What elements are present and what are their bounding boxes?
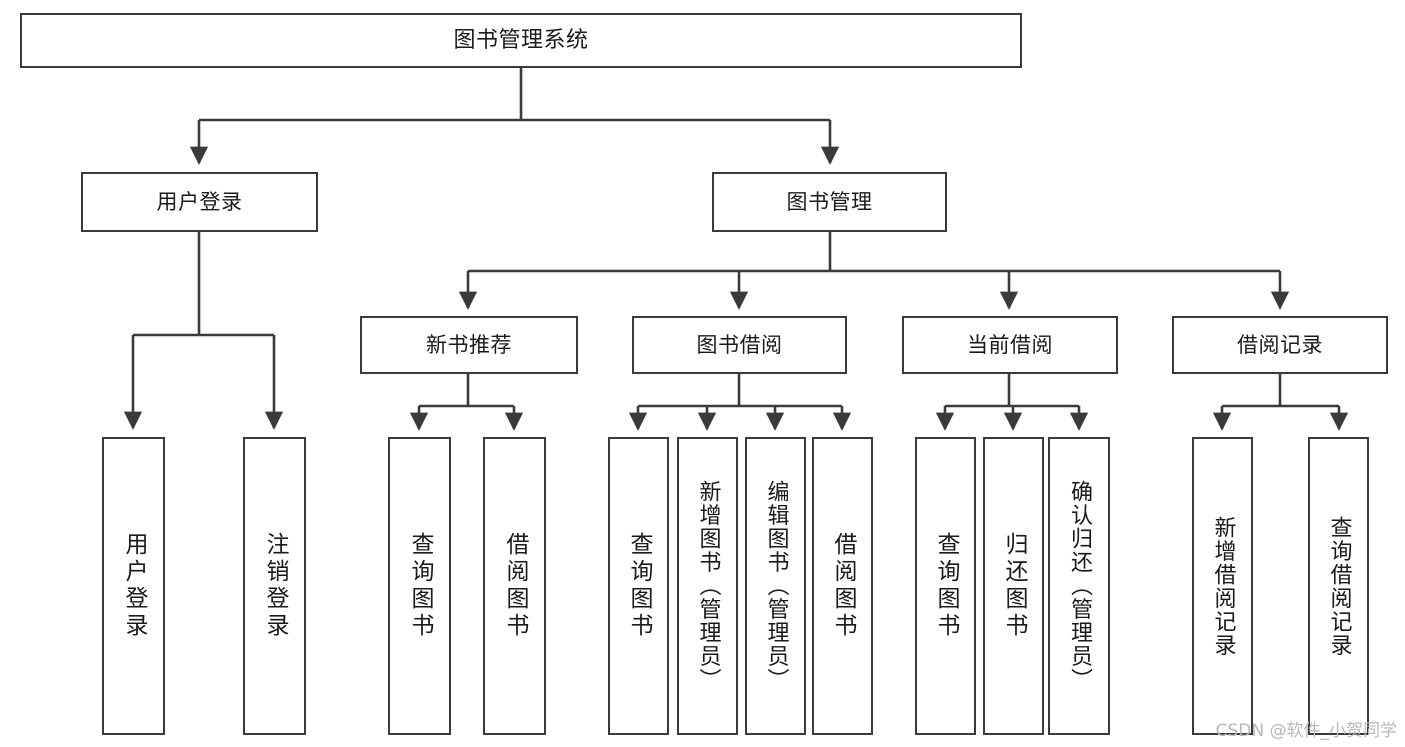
node-leaf-user-login[interactable]: 用户登录 bbox=[102, 437, 165, 735]
node-leaf-borrow-book-recommend[interactable]: 借阅图书 bbox=[483, 437, 546, 735]
node-new-book-recommend[interactable]: 新书推荐 bbox=[360, 316, 578, 374]
node-book-borrow[interactable]: 图书借阅 bbox=[632, 316, 847, 374]
node-leaf-borrow-book[interactable]: 借阅图书 bbox=[812, 437, 873, 735]
node-leaf-add-book[interactable]: 新增图书（管理员） bbox=[677, 437, 738, 735]
node-book-management[interactable]: 图书管理 bbox=[712, 172, 947, 232]
node-leaf-query-borrow-record-label: 查询借阅记录 bbox=[1326, 515, 1352, 657]
node-leaf-add-borrow-record-label: 新增借阅记录 bbox=[1210, 515, 1236, 657]
node-user-login-label: 用户登录 bbox=[156, 189, 243, 214]
node-leaf-user-login-label: 用户登录 bbox=[121, 532, 147, 640]
node-leaf-logout[interactable]: 注销登录 bbox=[243, 437, 306, 735]
node-leaf-edit-book-label: 编辑图书（管理员） bbox=[763, 480, 789, 692]
node-book-borrow-label: 图书借阅 bbox=[696, 332, 783, 357]
node-book-management-label: 图书管理 bbox=[786, 189, 873, 214]
node-leaf-confirm-return[interactable]: 确认归还（管理员） bbox=[1048, 437, 1110, 735]
node-leaf-query-book-current-label: 查询图书 bbox=[933, 532, 959, 640]
node-leaf-add-borrow-record[interactable]: 新增借阅记录 bbox=[1192, 437, 1253, 735]
node-leaf-query-book-borrow-label: 查询图书 bbox=[626, 532, 652, 640]
node-borrow-record-label: 借阅记录 bbox=[1237, 332, 1323, 357]
node-leaf-add-book-label: 新增图书（管理员） bbox=[695, 480, 721, 692]
node-leaf-query-book-recommend-label: 查询图书 bbox=[407, 532, 433, 640]
node-current-borrow[interactable]: 当前借阅 bbox=[902, 316, 1118, 374]
node-leaf-query-borrow-record[interactable]: 查询借阅记录 bbox=[1308, 437, 1369, 735]
node-leaf-logout-label: 注销登录 bbox=[262, 532, 288, 640]
node-borrow-record[interactable]: 借阅记录 bbox=[1172, 316, 1388, 374]
node-current-borrow-label: 当前借阅 bbox=[967, 332, 1053, 357]
node-leaf-borrow-book-recommend-label: 借阅图书 bbox=[502, 532, 528, 640]
node-leaf-return-book[interactable]: 归还图书 bbox=[983, 437, 1044, 735]
node-leaf-confirm-return-label: 确认归还（管理员） bbox=[1067, 480, 1092, 692]
node-leaf-query-book-current[interactable]: 查询图书 bbox=[915, 437, 976, 735]
node-leaf-query-book-recommend[interactable]: 查询图书 bbox=[388, 437, 451, 735]
node-root-system[interactable]: 图书管理系统 bbox=[20, 13, 1022, 68]
node-root-system-label: 图书管理系统 bbox=[453, 27, 589, 53]
node-leaf-return-book-label: 归还图书 bbox=[1001, 532, 1027, 640]
node-leaf-query-book-borrow[interactable]: 查询图书 bbox=[608, 437, 669, 735]
node-leaf-borrow-book-label: 借阅图书 bbox=[830, 532, 856, 640]
node-leaf-edit-book[interactable]: 编辑图书（管理员） bbox=[745, 437, 806, 735]
node-new-book-recommend-label: 新书推荐 bbox=[426, 332, 512, 357]
node-user-login[interactable]: 用户登录 bbox=[81, 172, 318, 232]
